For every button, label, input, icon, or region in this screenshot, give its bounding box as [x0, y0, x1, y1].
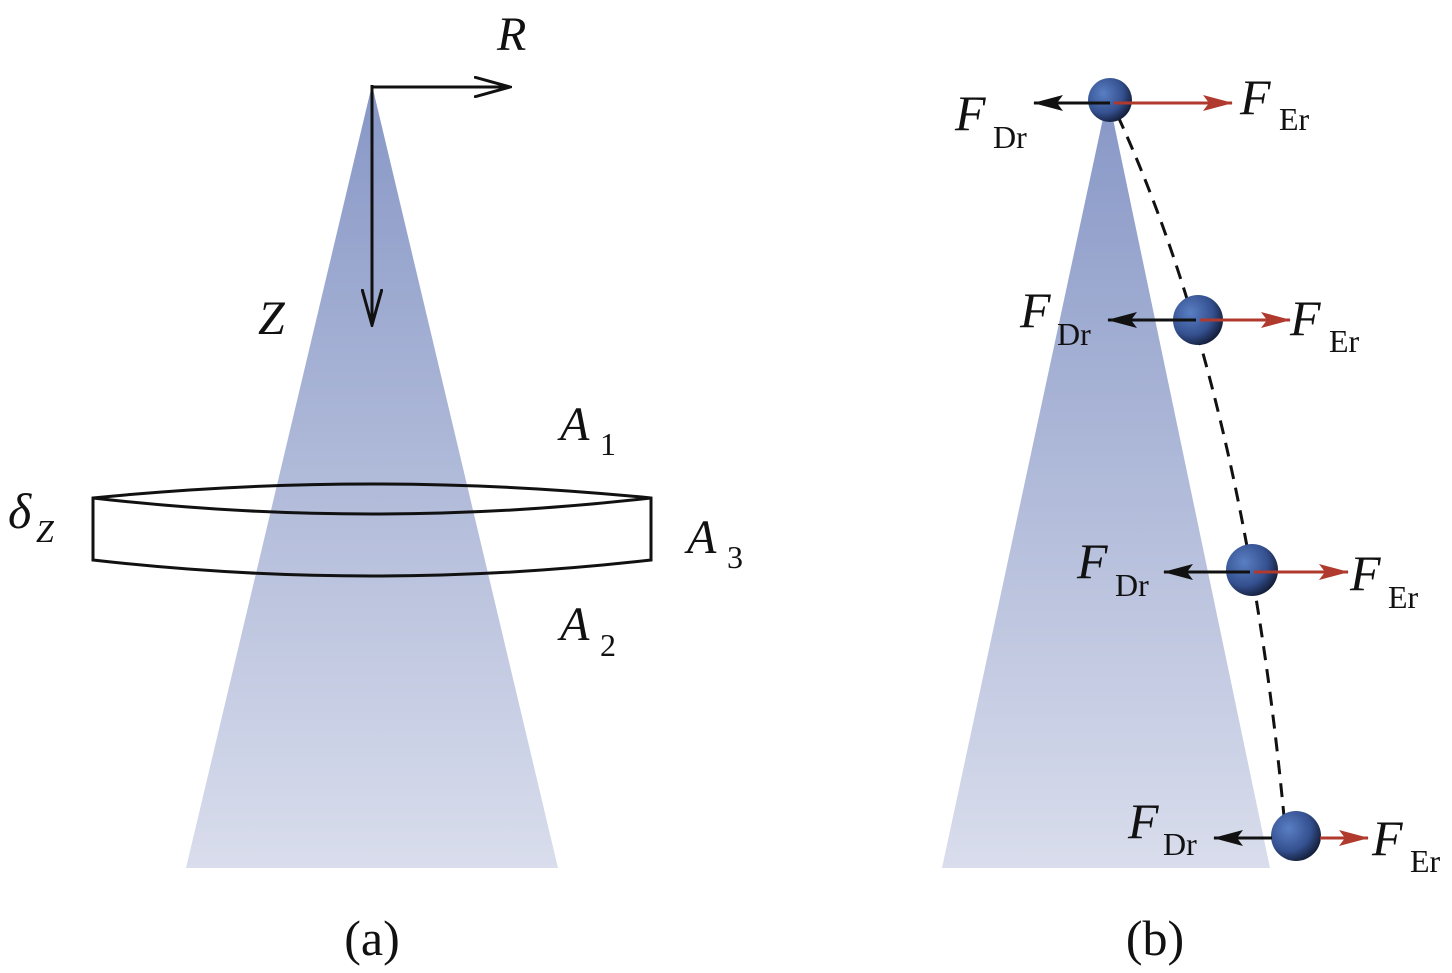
particle-trajectory — [1106, 94, 1288, 839]
particle-group-2: F Dr F Er — [1019, 282, 1360, 359]
droplet-particle — [1226, 544, 1278, 596]
electric-force-label: F — [1371, 810, 1403, 866]
control-volume-disk — [91, 482, 653, 578]
area-a3-subscript: 3 — [727, 539, 743, 575]
drag-force-subscript: Dr — [1163, 826, 1197, 862]
area-a2-label: A — [557, 598, 590, 651]
panel-a: R Z δ Z A 1 A 3 A 2 (a) — [8, 8, 743, 966]
caption-a: (a) — [344, 910, 400, 966]
drag-force-subscript: Dr — [993, 119, 1027, 155]
particle-group-1: F Dr F Er — [954, 69, 1310, 155]
drag-force-subscript: Dr — [1115, 567, 1149, 603]
axis-z-label: Z — [258, 292, 286, 345]
drag-force-subscript: Dr — [1057, 316, 1091, 352]
electric-force-subscript: Er — [1279, 101, 1310, 137]
droplet-particle — [1173, 295, 1223, 345]
particle-group-3: F Dr F Er — [1076, 533, 1419, 615]
spray-cone-b — [942, 95, 1270, 868]
electric-force-subscript: Er — [1329, 323, 1360, 359]
area-a2-subscript: 2 — [600, 627, 616, 663]
panel-b: F Dr F Er F Dr F Er F Dr F Er — [942, 69, 1441, 966]
caption-b: (b) — [1126, 910, 1184, 966]
droplet-particle — [1088, 78, 1132, 122]
drag-force-label: F — [1127, 793, 1159, 849]
area-a3-label: A — [684, 511, 717, 564]
particle-group-4: F Dr F Er — [1127, 793, 1441, 879]
delta-symbol: δ — [8, 483, 32, 539]
electric-force-label: F — [1289, 290, 1321, 346]
electric-force-label: F — [1239, 69, 1271, 125]
drag-force-label: F — [1019, 282, 1051, 338]
area-a1-label: A — [557, 398, 590, 451]
drag-force-label: F — [1076, 533, 1108, 589]
axis-r-label: R — [496, 8, 526, 61]
electric-force-subscript: Er — [1410, 843, 1441, 879]
spray-cone-a — [186, 85, 558, 868]
electric-force-label: F — [1349, 545, 1381, 601]
delta-subscript: Z — [36, 513, 55, 549]
electric-force-subscript: Er — [1388, 579, 1419, 615]
drag-force-label: F — [954, 85, 986, 141]
area-a1-subscript: 1 — [600, 426, 616, 462]
droplet-particle — [1271, 811, 1321, 861]
